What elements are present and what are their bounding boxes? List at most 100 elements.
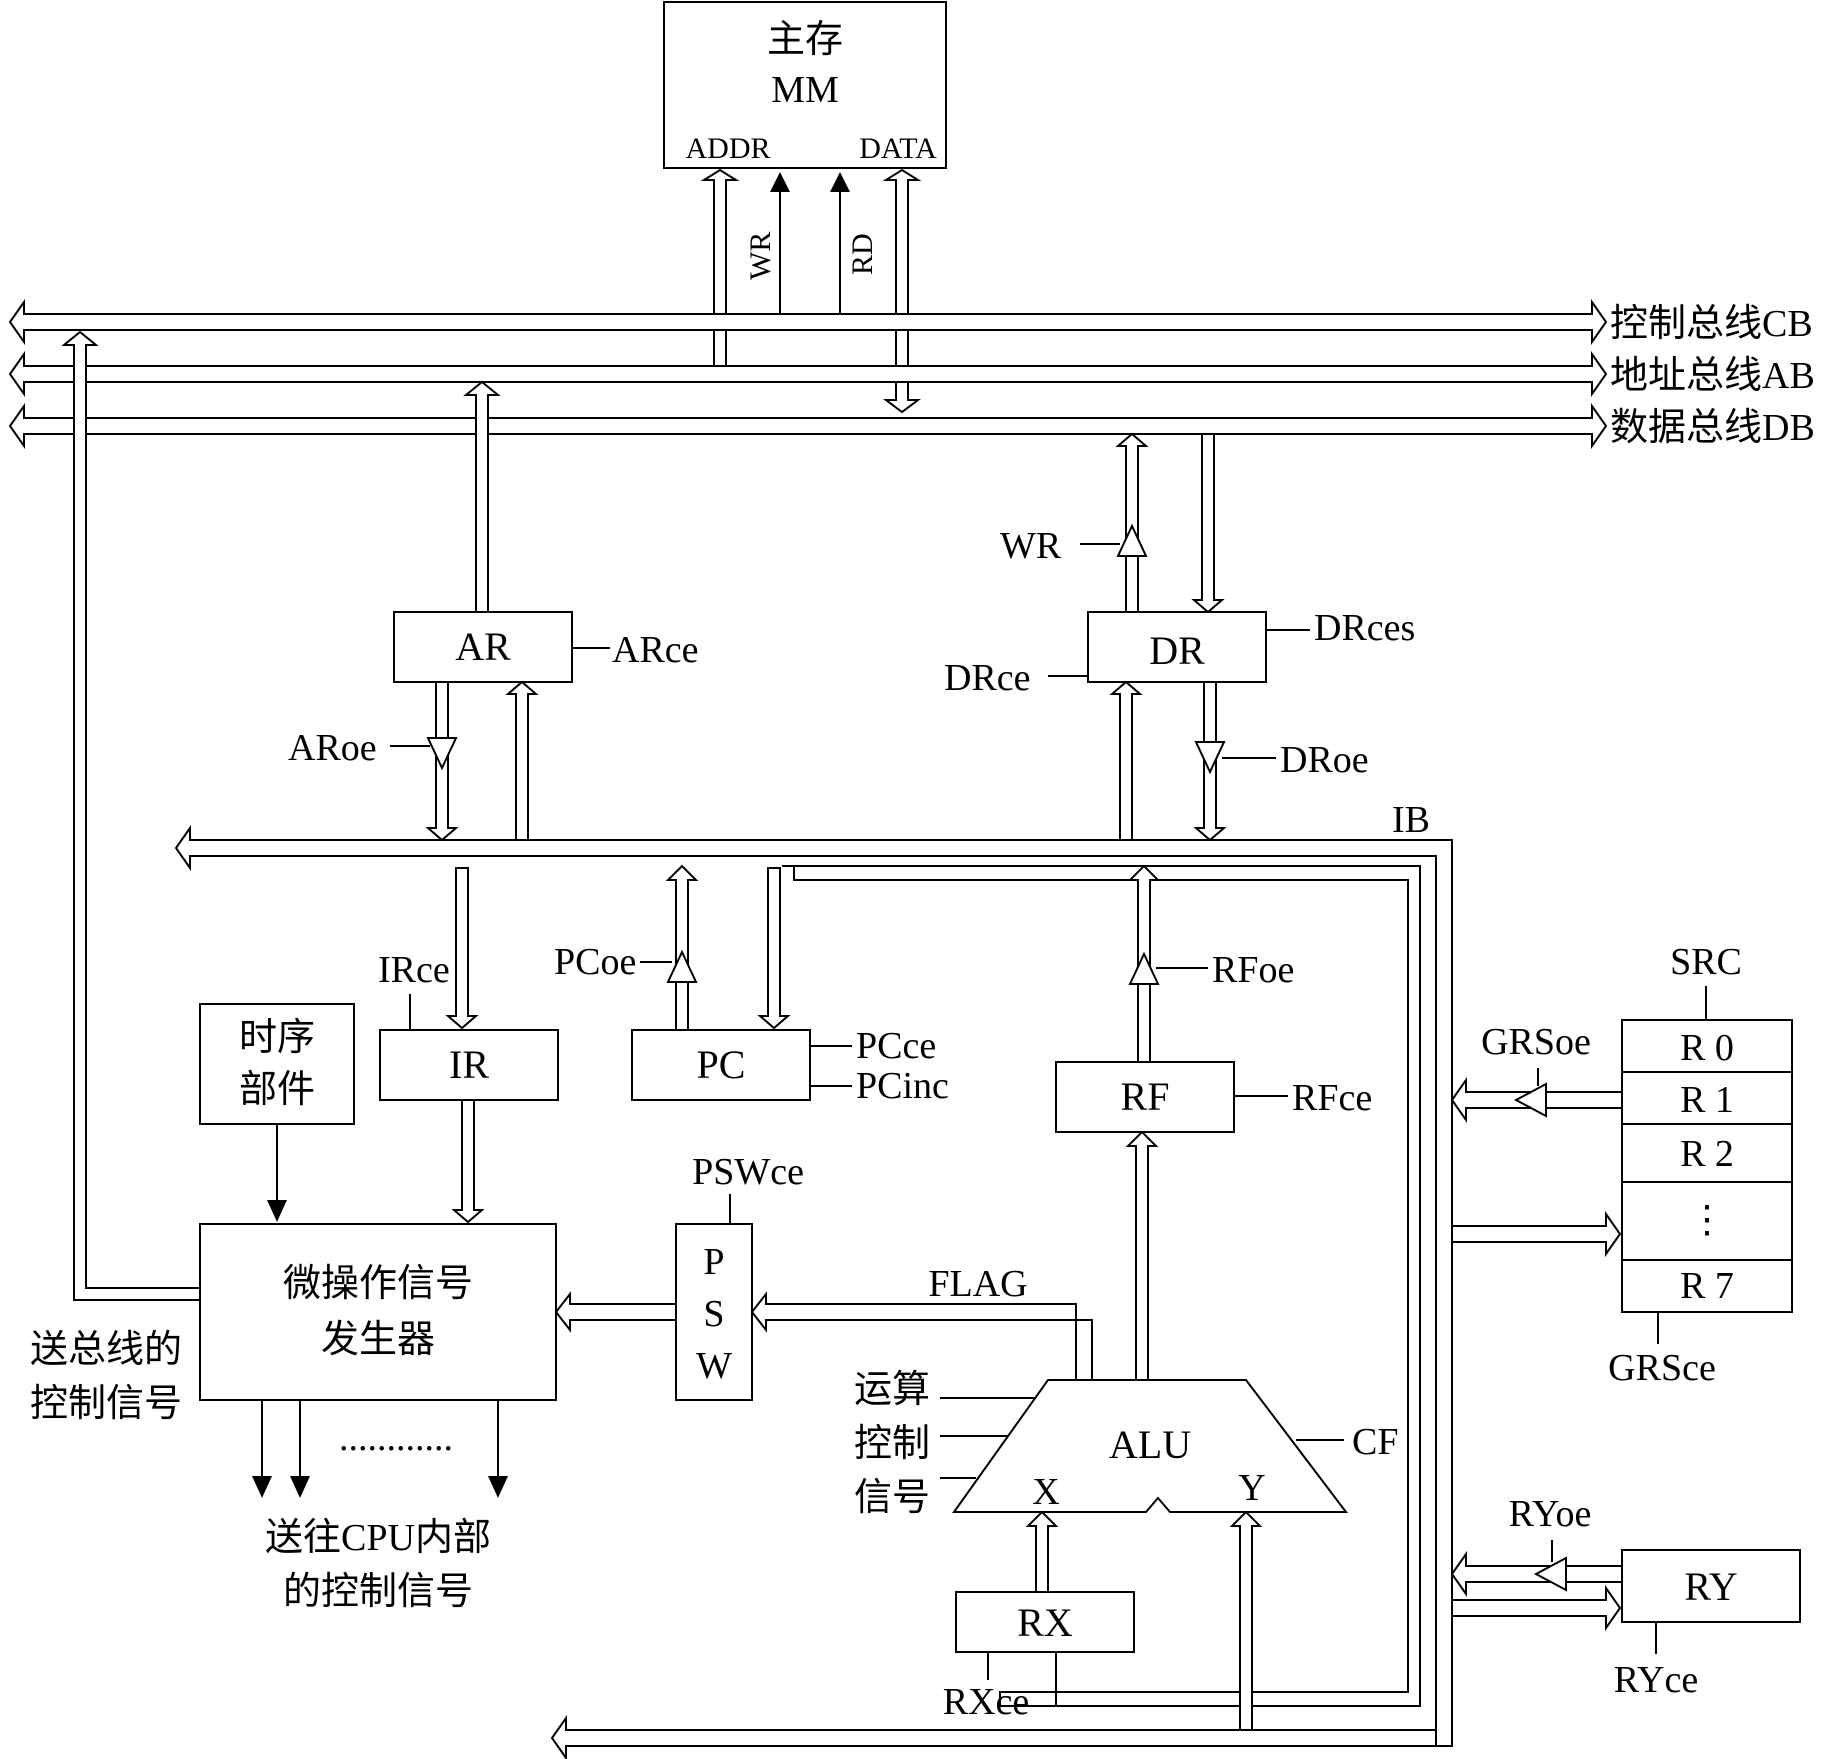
timing-unit-line2: 部件 xyxy=(239,1069,315,1111)
dr-wr-gate-icon xyxy=(1116,523,1148,557)
ryoe-gate-icon xyxy=(1533,1556,1567,1592)
alu-y-input: Y xyxy=(1238,1467,1265,1509)
ib-label: IB xyxy=(1392,799,1430,841)
ib-to-register-bank xyxy=(1451,1210,1622,1258)
register-r2: R 2 xyxy=(1680,1133,1734,1175)
grsoe-gate-icon xyxy=(1513,1082,1547,1118)
addr-bus-link xyxy=(700,168,740,369)
data-bus-to-dr xyxy=(1191,433,1225,614)
cpu-ctrl-caption-line1: 送往CPU内部 xyxy=(265,1517,491,1559)
rf-label: RF xyxy=(1121,1074,1170,1119)
alu-ctrl-line2: 控制 xyxy=(854,1423,930,1465)
pcoe-signal: PCoe xyxy=(554,941,636,983)
rf-register: RF xyxy=(1055,1061,1235,1133)
internal-bus-return xyxy=(550,1714,1437,1759)
register-bank: R 0 R 1 R 2 ⋮ R 7 xyxy=(1621,1019,1793,1313)
alu-x-input: X xyxy=(1032,1471,1059,1513)
irce-signal: IRce xyxy=(378,949,450,991)
micro-op-line2: 发生器 xyxy=(321,1319,435,1361)
pcce-signal: PCce xyxy=(856,1025,936,1067)
psw-letter-s: S xyxy=(703,1293,724,1335)
memory-data-port: DATA xyxy=(859,132,937,165)
cpu-ctrl-caption-line2: 的控制信号 xyxy=(283,1571,473,1613)
pcinc-signal: PCinc xyxy=(856,1065,949,1107)
internal-bus xyxy=(174,824,1453,1747)
main-memory-block: 主存 MM ADDR DATA xyxy=(663,1,947,169)
dr-wr-signal: WR xyxy=(1000,525,1062,567)
rfoe-gate-icon xyxy=(1128,951,1160,985)
psw-letter-p: P xyxy=(703,1241,724,1283)
control-bus-label: 控制总线CB xyxy=(1610,303,1813,345)
ir-register: IR xyxy=(379,1029,559,1101)
drces-signal: DRces xyxy=(1314,607,1415,649)
ib-to-pc xyxy=(757,867,791,1030)
pc-register: PC xyxy=(631,1029,811,1101)
micro-op-generator: 微操作信号 发生器 xyxy=(199,1223,557,1401)
rx-register: RX xyxy=(955,1591,1135,1653)
rx-to-alu xyxy=(1025,1510,1059,1593)
wr-arrow-icon xyxy=(770,172,790,192)
ar-register: AR xyxy=(393,611,573,683)
psw-letter-w: W xyxy=(696,1345,732,1387)
flag-path xyxy=(750,1291,1093,1381)
aroe-gate-icon xyxy=(426,737,458,771)
memory-wr-signal: WR xyxy=(744,232,777,280)
ib-to-alu-y xyxy=(1229,1510,1263,1731)
memory-subtitle: MM xyxy=(771,69,839,111)
data-bus-link xyxy=(882,168,922,414)
ctrl-out-ellipsis: ............ xyxy=(339,1417,453,1459)
psw-to-micro-op xyxy=(554,1291,677,1333)
rfce-signal: RFce xyxy=(1292,1077,1372,1119)
ctrl-out-arrow-icon-3 xyxy=(488,1476,508,1498)
address-bus-label: 地址总线AB xyxy=(1610,355,1815,397)
rfoe-signal: RFoe xyxy=(1212,949,1294,991)
register-r0: R 0 xyxy=(1680,1027,1734,1069)
pc-to-ib xyxy=(665,864,699,1031)
address-bus: 地址总线AB xyxy=(8,350,1815,398)
rxce-signal: RXce xyxy=(943,1681,1030,1723)
dr-label: DR xyxy=(1149,628,1205,673)
memory-title: 主存 xyxy=(767,19,843,61)
grsoe-signal: GRSoe xyxy=(1481,1021,1591,1063)
pswce-signal: PSWce xyxy=(692,1151,804,1193)
alu-ctrl-line3: 信号 xyxy=(854,1477,930,1519)
flag-signal: FLAG xyxy=(928,1263,1027,1305)
timing-arrow-icon xyxy=(267,1200,287,1222)
ir-to-micro-op xyxy=(451,1099,485,1224)
ar-label: AR xyxy=(455,624,511,669)
rd-arrow-icon xyxy=(830,172,850,192)
memory-addr-port: ADDR xyxy=(685,132,770,165)
internal-bus-loop xyxy=(782,865,1421,1707)
ir-label: IR xyxy=(449,1042,489,1087)
alu-to-rf xyxy=(1125,1130,1159,1381)
alu-label: ALU xyxy=(1109,1422,1191,1467)
aroe-signal: ARoe xyxy=(288,727,377,769)
psw-register: P S W xyxy=(675,1223,753,1401)
register-r7: R 7 xyxy=(1680,1265,1734,1307)
ib-to-ir xyxy=(445,867,479,1030)
register-ellipsis: ⋮ xyxy=(1688,1199,1726,1241)
pc-label: PC xyxy=(697,1042,746,1087)
ar-to-address-bus xyxy=(463,380,501,613)
control-bus: 控制总线CB xyxy=(8,298,1813,346)
pcoe-gate-icon xyxy=(666,949,698,983)
ib-to-ry xyxy=(1451,1584,1622,1632)
ib-to-dr xyxy=(1109,680,1143,841)
cf-signal: CF xyxy=(1352,1421,1398,1463)
dr-register: DR xyxy=(1087,611,1267,683)
bus-ctrl-caption-line1: 送总线的 xyxy=(30,1329,182,1371)
ryoe-signal: RYoe xyxy=(1509,1493,1592,1535)
memory-rd-signal: RD xyxy=(846,233,879,275)
data-bus: 数据总线DB xyxy=(8,402,1815,450)
grsce-signal: GRSce xyxy=(1608,1347,1716,1389)
ctrl-out-arrow-icon-2 xyxy=(290,1476,310,1498)
droe-gate-icon xyxy=(1194,741,1226,775)
ctrl-out-arrow-icon-1 xyxy=(252,1476,272,1498)
alu-ctrl-line1: 运算 xyxy=(854,1369,930,1411)
bus-ctrl-caption-line2: 控制信号 xyxy=(30,1383,182,1425)
ib-to-ar xyxy=(505,680,539,841)
timing-unit: 时序 部件 xyxy=(199,1003,355,1125)
micro-op-line1: 微操作信号 xyxy=(283,1263,473,1305)
alu-unit: ALU X Y xyxy=(952,1379,1349,1513)
